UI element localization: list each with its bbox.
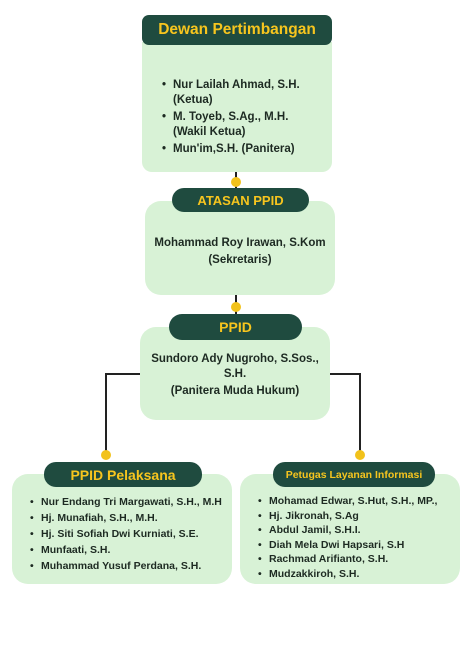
pelaksana-member: Hj. Siti Sofiah Dwi Kurniati, S.E. [30, 526, 232, 542]
petugas-member: Rachmad Arifianto, S.H. [258, 552, 460, 567]
petugas-member: Diah Mela Dwi Hapsari, S.H [258, 538, 460, 553]
petugas-member-list: Mohamad Edwar, S.Hut, S.H., MP., Hj. Jik… [258, 494, 460, 581]
atasan-title: ATASAN PPID [172, 188, 309, 212]
petugas-card: Mohamad Edwar, S.Hut, S.H., MP., Hj. Jik… [240, 474, 460, 584]
pelaksana-member: Hj. Munafiah, S.H., M.H. [30, 510, 232, 526]
dewan-member: Mun'im,S.H. (Panitera) [162, 142, 332, 157]
atasan-card: Mohammad Roy Irawan, S.Kom (Sekretaris) [145, 201, 335, 295]
ppid-role: (Panitera Muda Hukum) [170, 385, 300, 397]
dewan-title: Dewan Pertimbangan [142, 15, 332, 45]
pelaksana-card: Nur Endang Tri Margawati, S.H., M.H Hj. … [12, 474, 232, 584]
dewan-member: M. Toyeb, S.Ag., M.H.(Wakil Ketua) [162, 110, 332, 140]
ppid-card: Sundoro Ady Nugroho, S.Sos., S.H. (Panit… [140, 327, 330, 420]
connector-ppid-right-h [329, 373, 360, 375]
connector-ppid-left-v [105, 373, 107, 456]
dewan-card: Nur Lailah Ahmad, S.H. (Ketua) M. Toyeb,… [142, 42, 332, 172]
connector-dot [231, 302, 241, 312]
pelaksana-member-list: Nur Endang Tri Margawati, S.H., M.H Hj. … [30, 494, 232, 574]
petugas-member: Mudzakkiroh, S.H. [258, 567, 460, 582]
pelaksana-member: Muhammad Yusuf Perdana, S.H. [30, 558, 232, 574]
petugas-title: Petugas Layanan Informasi [273, 462, 435, 487]
pelaksana-title: PPID Pelaksana [44, 462, 202, 487]
ppid-title: PPID [169, 314, 302, 340]
ppid-name: Sundoro Ady Nugroho, S.Sos., S.H. [151, 353, 319, 380]
pelaksana-member: Munfaati, S.H. [30, 542, 232, 558]
dewan-member-list: Nur Lailah Ahmad, S.H. (Ketua) M. Toyeb,… [162, 78, 332, 157]
atasan-role: (Sekretaris) [208, 254, 272, 266]
connector-dot [101, 450, 111, 460]
pelaksana-member: Nur Endang Tri Margawati, S.H., M.H [30, 494, 232, 510]
atasan-name: Mohammad Roy Irawan, S.Kom [154, 237, 326, 249]
connector-ppid-right-v [359, 373, 361, 456]
connector-dot [231, 177, 241, 187]
connector-ppid-left-h [105, 373, 141, 375]
petugas-member: Abdul Jamil, S.H.I. [258, 523, 460, 538]
connector-dot [355, 450, 365, 460]
petugas-member: Mohamad Edwar, S.Hut, S.H., MP., [258, 494, 460, 509]
dewan-member: Nur Lailah Ahmad, S.H. (Ketua) [162, 78, 332, 108]
petugas-member: Hj. Jikronah, S.Ag [258, 509, 460, 524]
